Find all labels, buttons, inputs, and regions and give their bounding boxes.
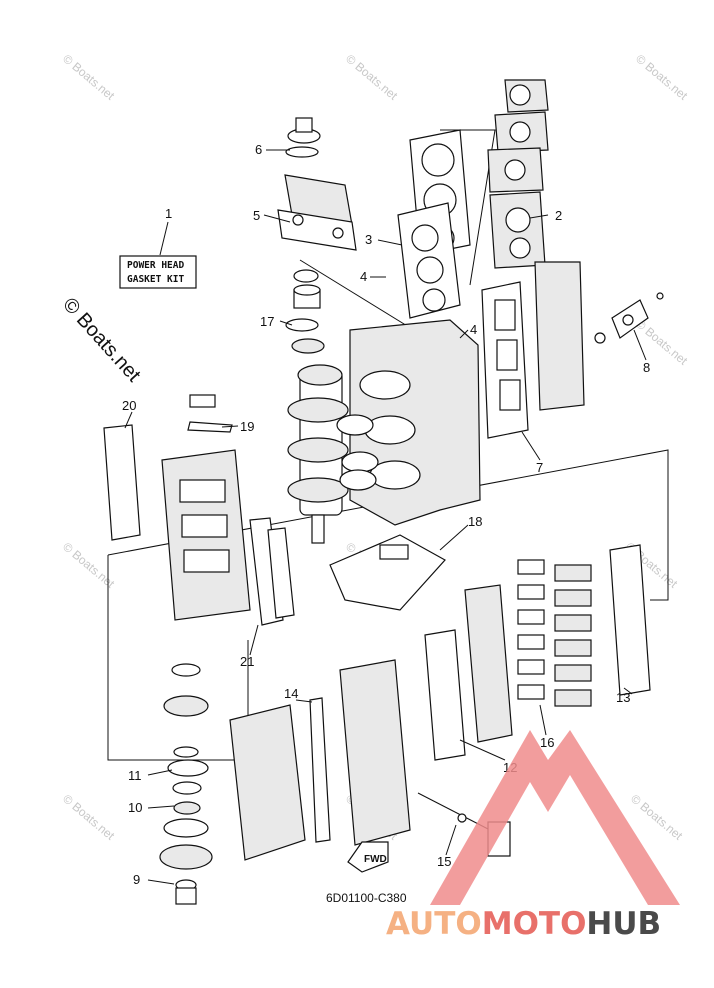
thermostat-cover (277, 117, 357, 251)
reed-valves (517, 544, 651, 707)
watermark: © Boats.net (60, 792, 118, 844)
watermark: © Boats.net (633, 317, 691, 369)
callout: 18 (468, 514, 482, 529)
callout: 19 (240, 419, 254, 434)
exhaust-cover (481, 261, 585, 439)
leader-lines (124, 149, 647, 885)
callout: 2 (555, 208, 562, 223)
callout: 14 (284, 686, 298, 701)
callout: 20 (122, 398, 136, 413)
watermark: © Boats.net (343, 52, 401, 104)
watermark-large: © Boats.net (58, 294, 145, 387)
upper-bearings (285, 269, 325, 354)
diagram-code: 6D01100-C380 (326, 891, 407, 905)
intake-gasket (249, 517, 295, 626)
callout: 6 (255, 142, 262, 157)
callout: 8 (643, 360, 650, 375)
logo-part-moto: MOTO (482, 906, 587, 942)
fitting (594, 292, 664, 344)
callout: 15 (437, 854, 451, 869)
watermark: © Boats.net (628, 792, 686, 844)
callout: 4 (360, 269, 367, 284)
callout: 1 (165, 206, 172, 221)
watermark: © Boats.net (633, 52, 691, 104)
callout: 4 (470, 322, 477, 337)
callout: 17 (260, 314, 274, 329)
watermark: © Boats.net (60, 540, 118, 592)
head-gasket (397, 202, 461, 319)
callout: 21 (240, 654, 254, 669)
callout: 7 (536, 460, 543, 475)
cylinder-block (349, 319, 481, 526)
logo-wordmark: AUTOMOTOHUB (386, 906, 661, 942)
reed-housing (424, 584, 513, 761)
kit-label-line2: GASKET KIT (127, 274, 184, 285)
fwd-arrow: FWD (347, 841, 389, 873)
callout: 5 (253, 208, 260, 223)
logo-part-auto: AUTO (386, 906, 482, 942)
callout: 9 (133, 872, 140, 887)
lower-seals (159, 663, 213, 905)
callout: 13 (616, 690, 630, 705)
callout: 11 (128, 768, 142, 783)
logo-part-hub: HUB (586, 906, 661, 942)
silencer-and-belt (229, 659, 411, 861)
crankshaft (287, 364, 379, 544)
logo-mark (430, 730, 680, 905)
water-jacket-plates (487, 79, 549, 269)
base-gasket (329, 534, 446, 611)
intake-manifold (103, 394, 251, 621)
fwd-label: FWD (364, 854, 387, 865)
callout: 16 (540, 735, 554, 750)
watermark: © Boats.net (60, 52, 118, 104)
callout: 3 (365, 232, 372, 247)
callout: 10 (128, 800, 142, 815)
gasket-kit-box: POWER HEAD GASKET KIT (119, 221, 197, 289)
kit-label-line1: POWER HEAD (127, 260, 184, 271)
